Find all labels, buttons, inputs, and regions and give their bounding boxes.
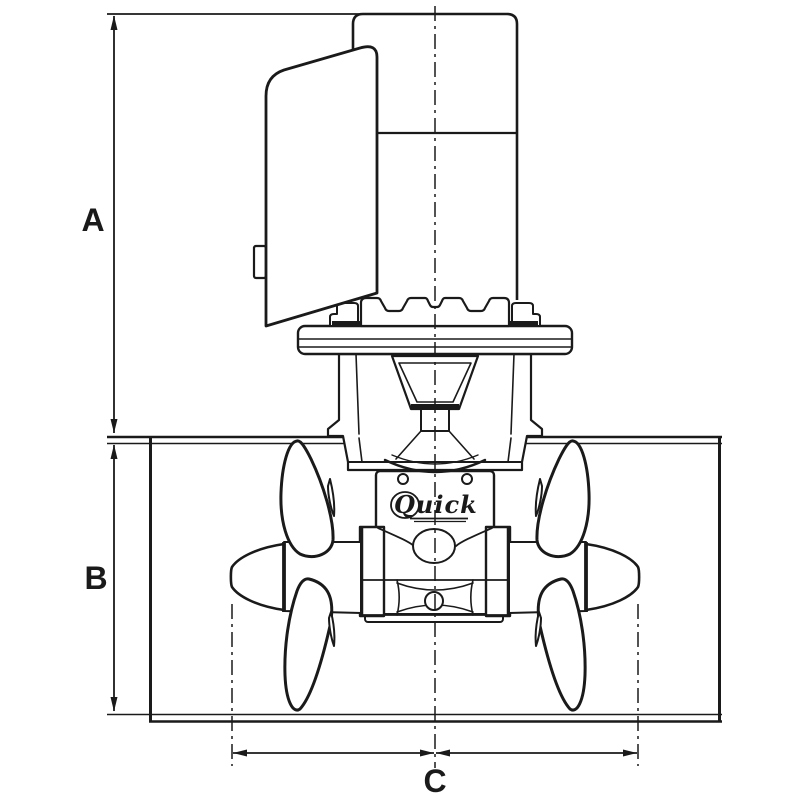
hub-cone-left [229,542,286,612]
blade-left-upper [279,439,335,559]
propeller-right [534,439,591,712]
dim-a-arrow-up-icon [110,15,118,30]
bell-arc-outer [383,458,487,474]
blade-left-upper-edge [327,478,336,517]
dim-c-arrow-center-right-icon [420,749,434,757]
drain-plug [424,591,444,611]
dimension-c [233,749,637,757]
cover-panel [264,45,379,328]
dimension-b [110,444,118,712]
blade-right-upper [535,439,591,559]
centerlines [231,6,639,768]
dim-a-label: A [81,202,104,238]
dim-c-arrow-left-icon [233,749,247,757]
coupler-flare-lines [395,430,475,460]
blade-right-upper-edge [534,478,543,517]
pod-right [484,525,512,618]
gearbox-bolt-right [461,473,473,485]
blade-left-lower-edge [328,611,336,647]
blade-right-lower-edge [534,611,542,647]
pod-left [358,525,386,618]
dim-c-label: C [423,763,446,799]
hub-cone-right [584,542,641,612]
center-boss [412,528,456,564]
cover-latch [252,244,268,280]
dim-a-arrow-down-icon [110,419,118,433]
dim-b-label: B [84,560,107,596]
dim-b-arrow-down-icon [110,697,118,712]
gearbox-bolt-left [397,473,409,485]
dim-c-arrow-right-icon [623,749,637,757]
bolt-seal-right [510,321,538,327]
motor-cover [252,45,379,328]
dimension-labels: A B C [81,202,446,799]
ribbed-base [359,296,511,328]
motor-base [329,296,541,328]
dimension-a [107,13,360,433]
dim-b-arrow-up-icon [110,444,118,459]
dim-c-arrow-center-left-icon [436,749,450,757]
bolt-seal-left [332,321,360,327]
logo-text: Quick [394,490,478,519]
gearbox-bottom-cap [364,613,504,623]
bolt-block-right [511,302,541,327]
bracket-inner-edges [355,353,515,463]
logo-ring-icon [390,491,420,519]
propeller-left [279,439,336,712]
